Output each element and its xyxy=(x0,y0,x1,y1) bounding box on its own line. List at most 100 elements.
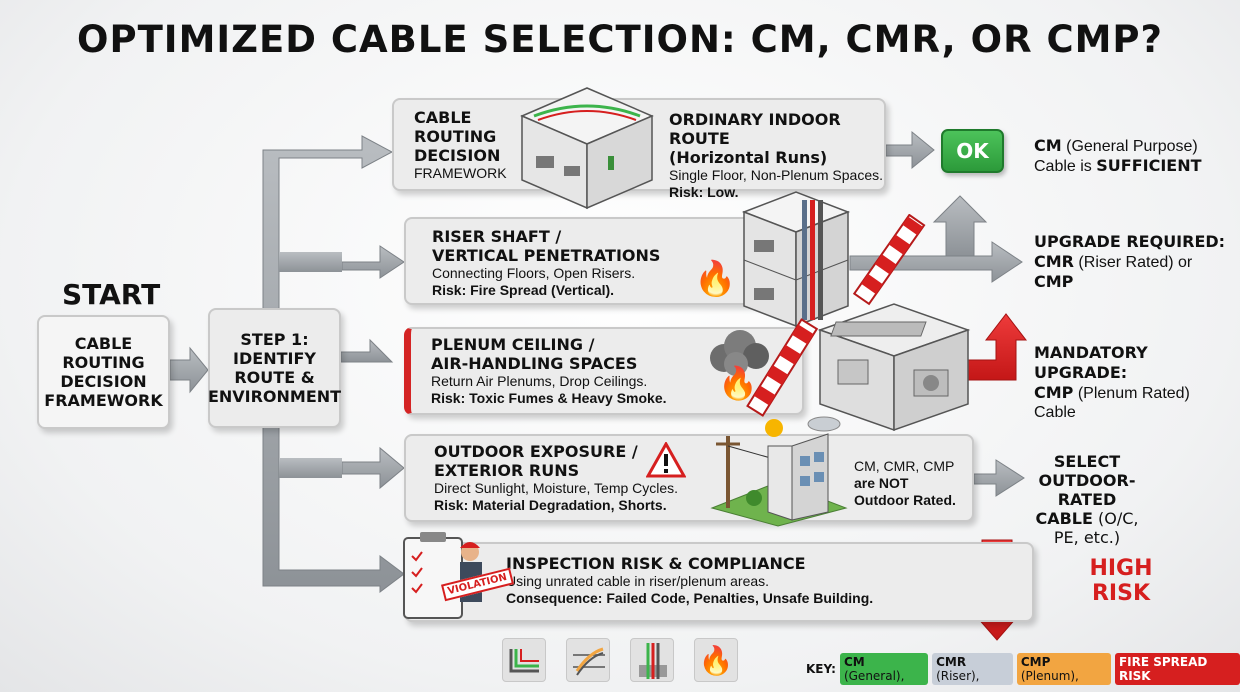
outdoor-risk: Risk: Material Degradation, Shorts. xyxy=(434,497,667,513)
fire-icon: 🔥 xyxy=(694,260,737,298)
framework-card-line: ROUTING xyxy=(414,127,497,146)
key-legend: KEY: CM (General), CMR (Riser), CMP (Ple… xyxy=(806,653,1240,685)
framework-card-line: CABLE xyxy=(414,108,472,127)
key-label: KEY: xyxy=(806,662,836,676)
riser-risk: Risk: Fire Spread (Vertical). xyxy=(432,282,615,298)
step1-line: IDENTIFY xyxy=(233,349,316,368)
result-riser-text: (Riser Rated) or xyxy=(1073,254,1193,271)
result-outdoor-text: (O/C, PE, etc.) xyxy=(1053,509,1139,547)
key-cm-text: (General), xyxy=(843,669,905,683)
plenum-subtitle: AIR-HANDLING SPACES xyxy=(431,354,638,373)
result-riser-heading: UPGRADE REQUIRED: xyxy=(1034,232,1226,251)
high-risk-line: HIGH xyxy=(1089,556,1153,581)
result-plenum: MANDATORY UPGRADE: CMP (Plenum Rated) Ca… xyxy=(1034,343,1240,422)
riser-cable-tile-icon xyxy=(630,638,674,682)
plenum-text: PLENUM CEILING / AIR-HANDLING SPACES Ret… xyxy=(431,335,667,407)
ordinary-text: ORDINARY INDOOR ROUTE (Horizontal Runs) … xyxy=(669,110,884,201)
fire-icon: 🔥 xyxy=(718,365,758,401)
framework-card: CABLE ROUTING DECISION FRAMEWORK xyxy=(414,108,507,182)
row-riser: RISER SHAFT / VERTICAL PENETRATIONS Conn… xyxy=(404,217,804,305)
key-cm-code: CM xyxy=(843,655,865,669)
page-title: OPTIMIZED CABLE SELECTION: CM, CMR, OR C… xyxy=(77,18,1163,61)
result-ordinary-sufficient: SUFFICIENT xyxy=(1096,156,1202,175)
fire-tile-icon: 🔥 xyxy=(694,638,738,682)
result-outdoor-cable: CABLE xyxy=(1035,509,1093,528)
plenum-title: PLENUM CEILING / xyxy=(431,335,595,354)
step1-line: ROUTE & xyxy=(234,368,315,387)
start-line: FRAMEWORK xyxy=(44,391,163,410)
arrow-to-outdoor xyxy=(341,446,405,490)
result-plenum-text: Cable xyxy=(1034,404,1076,421)
plenum-desc: Return Air Plenums, Drop Ceilings. xyxy=(431,373,648,389)
horizontal-cable-tile-icon xyxy=(502,638,546,682)
arrow-plenum-upgrade xyxy=(967,313,1028,381)
riser-text: RISER SHAFT / VERTICAL PENETRATIONS Conn… xyxy=(432,227,660,299)
step1-line: ENVIRONMENT xyxy=(207,387,342,406)
outdoor-note-line: Outdoor Rated. xyxy=(854,492,956,508)
step1-line: STEP 1: xyxy=(240,330,309,349)
trunk-line xyxy=(262,135,405,593)
smoke-icon xyxy=(710,330,769,376)
plenum-cable-tile-icon xyxy=(566,638,610,682)
result-outdoor-line: OUTDOOR-RATED xyxy=(1038,471,1136,509)
result-riser: UPGRADE REQUIRED: CMR (Riser Rated) or C… xyxy=(1034,232,1225,292)
result-ordinary-cm: CM xyxy=(1034,136,1062,155)
high-risk-label: HIGH RISK xyxy=(1086,556,1156,606)
result-ordinary-text: (General Purpose) xyxy=(1061,138,1198,155)
inspection-title: INSPECTION RISK & COMPLIANCE xyxy=(506,554,806,573)
start-label: START xyxy=(62,278,161,311)
arrow-outdoor-out xyxy=(973,459,1025,497)
result-riser-cmr: CMR xyxy=(1034,252,1074,271)
key-cm: CM (General), xyxy=(839,653,929,685)
outdoor-note-line: CM, CMR, CMP xyxy=(854,458,955,474)
result-plenum-heading: MANDATORY UPGRADE: xyxy=(1034,343,1148,382)
inspection-text: INSPECTION RISK & COMPLIANCE Using unrat… xyxy=(506,554,873,607)
outdoor-note-line: are NOT xyxy=(854,475,909,491)
arrow-start-to-step xyxy=(169,346,209,394)
key-cmr-text: (Riser), xyxy=(936,669,980,683)
plenum-ceiling-icon xyxy=(817,303,971,432)
outdoor-building-icon xyxy=(710,416,848,527)
trunk-upper-connector xyxy=(279,252,342,272)
warning-icon xyxy=(646,442,686,478)
high-risk-line: RISK xyxy=(1091,581,1151,606)
row-outdoor: OUTDOOR EXPOSURE / EXTERIOR RUNS Direct … xyxy=(404,434,974,522)
riser-desc: Connecting Floors, Open Risers. xyxy=(432,265,636,281)
arrow-riser-up xyxy=(932,195,988,257)
plenum-risk: Risk: Toxic Fumes & Heavy Smoke. xyxy=(431,390,667,406)
outdoor-title: OUTDOOR EXPOSURE / xyxy=(434,442,638,461)
key-cmp-code: CMP xyxy=(1020,655,1051,669)
key-fire: FIRE SPREAD RISK xyxy=(1114,653,1240,685)
outdoor-desc: Direct Sunlight, Moisture, Temp Cycles. xyxy=(434,480,679,496)
start-box: CABLE ROUTING DECISION FRAMEWORK xyxy=(37,315,170,429)
framework-card-sub: FRAMEWORK xyxy=(414,165,507,181)
office-floor-icon xyxy=(520,87,654,210)
barrier-riser-icon xyxy=(852,214,926,306)
key-cmp-text: (Plenum), xyxy=(1020,669,1079,683)
key-cmr: CMR (Riser), xyxy=(932,653,1013,685)
result-plenum-text: (Plenum Rated) xyxy=(1073,385,1190,402)
arrow-to-riser xyxy=(341,245,405,279)
result-ordinary-text: Cable is xyxy=(1034,158,1097,175)
key-cmr-code: CMR xyxy=(936,655,967,669)
outdoor-note: CM, CMR, CMP are NOT Outdoor Rated. xyxy=(854,458,956,509)
row-ordinary: CABLE ROUTING DECISION FRAMEWORK ORDINAR… xyxy=(392,87,886,210)
trunk-lower-connector xyxy=(279,458,342,478)
start-line: CABLE xyxy=(74,334,133,353)
start-line: DECISION xyxy=(60,372,147,391)
arrow-ordinary-out xyxy=(885,130,935,170)
result-ordinary: CM (General Purpose) Cable is SUFFICIENT xyxy=(1034,136,1202,176)
result-riser-cmp: CMP xyxy=(1034,272,1074,291)
ordinary-desc: Single Floor, Non-Plenum Spaces. xyxy=(669,167,883,183)
key-cmp: CMP (Plenum), xyxy=(1016,653,1111,685)
ok-badge: OK xyxy=(941,129,1004,173)
ordinary-risk: Risk: Low. xyxy=(669,184,739,200)
ordinary-title: ORDINARY INDOOR ROUTE xyxy=(669,110,841,148)
ordinary-subtitle: (Horizontal Runs) xyxy=(669,148,828,167)
riser-title: RISER SHAFT / xyxy=(432,227,562,246)
inspection-desc: Using unrated cable in riser/plenum area… xyxy=(506,573,770,589)
riser-building-icon xyxy=(741,191,851,328)
framework-card-line: DECISION xyxy=(414,146,501,165)
outdoor-subtitle: EXTERIOR RUNS xyxy=(434,461,580,480)
barrier-plenum-icon xyxy=(746,318,819,417)
